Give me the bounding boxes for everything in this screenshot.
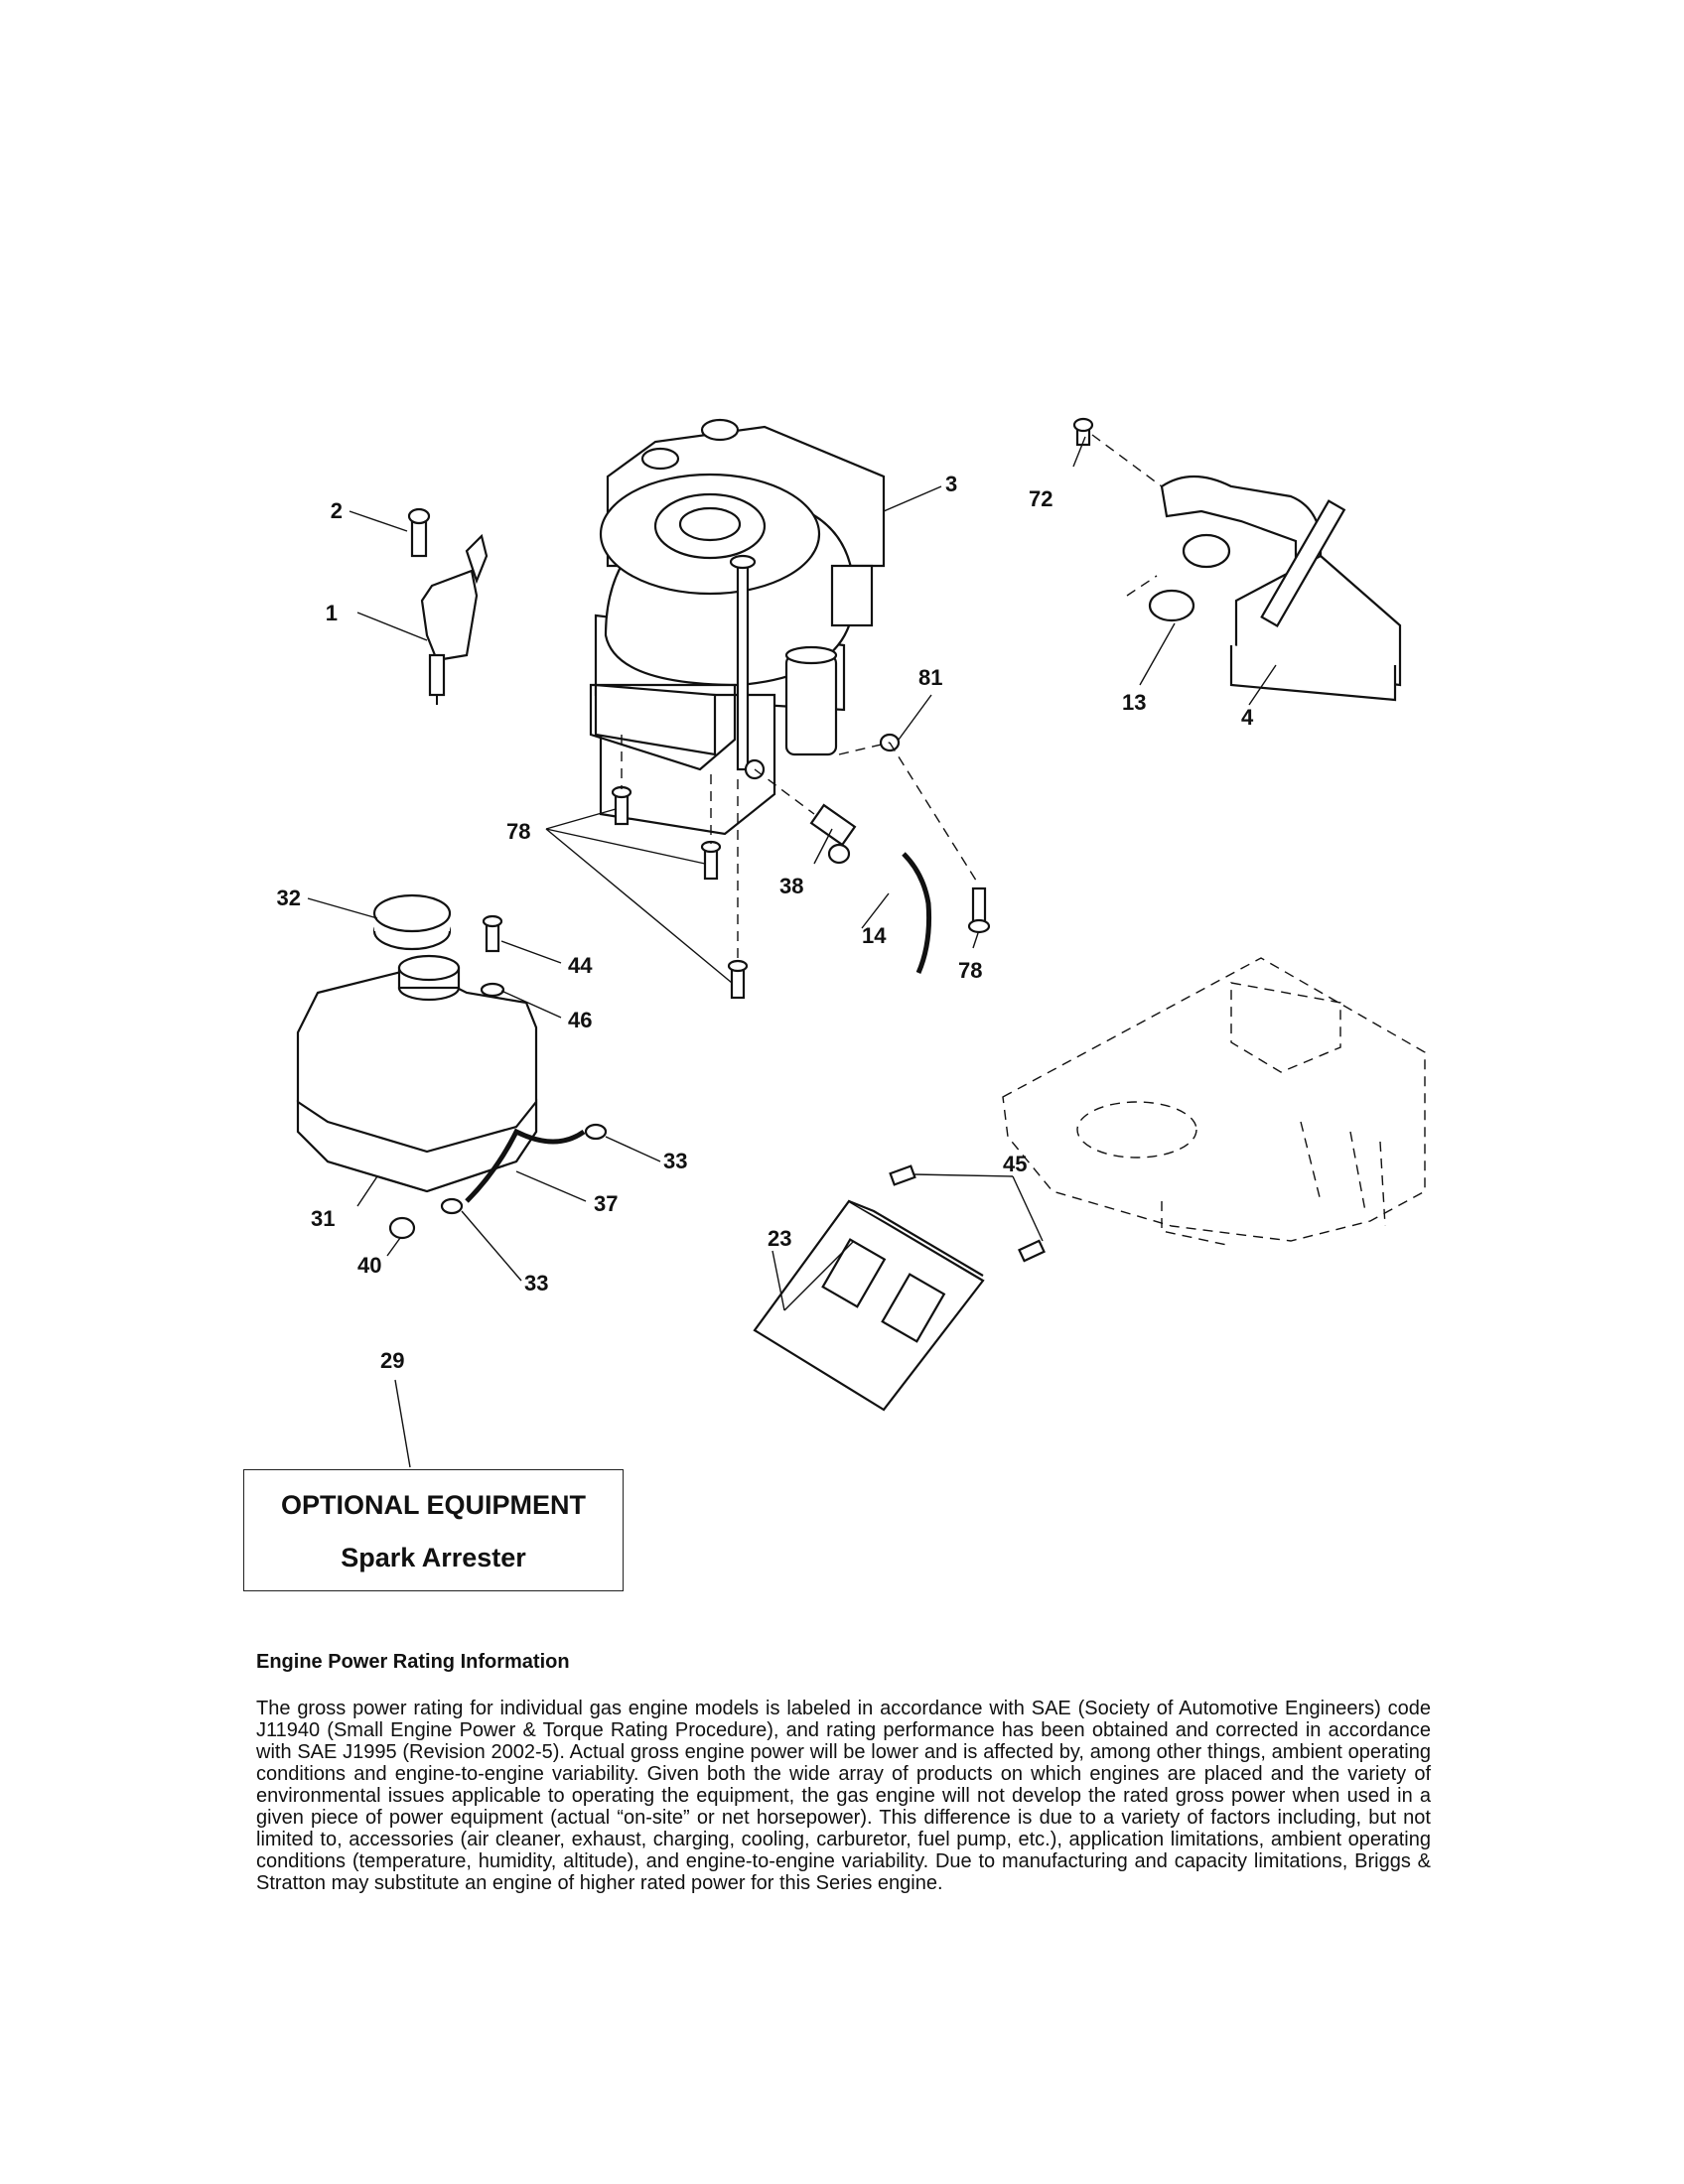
fuel-line-part (388, 803, 932, 1240)
callout-3: 3 (945, 472, 957, 496)
callout-38: 38 (779, 874, 803, 898)
optional-equipment-box: OPTIONAL EQUIPMENT Spark Arrester (243, 1469, 624, 1591)
callout-37: 37 (594, 1191, 618, 1216)
callout-72: 72 (1029, 486, 1052, 511)
heat-shield-part (753, 1199, 985, 1412)
callout-2: 2 (331, 498, 343, 523)
callout-1: 1 (326, 601, 338, 625)
callout-32: 32 (277, 886, 301, 910)
engine-info-body: The gross power rating for individual ga… (256, 1698, 1431, 1894)
bolts-part (480, 733, 1046, 1263)
callout-44: 44 (568, 953, 593, 978)
callout-46: 46 (568, 1008, 592, 1032)
muffler-part (1072, 417, 1402, 702)
callout-29: 29 (380, 1348, 404, 1373)
engine-info-heading: Engine Power Rating Information (256, 1651, 570, 1673)
frame-outline (1002, 957, 1426, 1247)
callout-14: 14 (862, 923, 887, 948)
callout-23: 23 (768, 1226, 791, 1251)
callout-33b: 33 (524, 1271, 548, 1296)
callout-31: 31 (311, 1206, 335, 1231)
callout-13: 13 (1122, 690, 1146, 715)
fuel-tank-part (296, 893, 538, 1193)
callout-33a: 33 (663, 1149, 687, 1173)
callout-40: 40 (357, 1253, 381, 1278)
optional-equipment-item: Spark Arrester (341, 1543, 526, 1572)
assembly-lines (621, 434, 1163, 963)
throttle-control-part (407, 507, 489, 705)
callout-78b: 78 (958, 958, 982, 983)
leader-lines (307, 436, 1277, 1468)
callout-81: 81 (918, 665, 942, 690)
optional-equipment-title: OPTIONAL EQUIPMENT (280, 1490, 587, 1520)
engine-part (589, 418, 886, 836)
callout-78a: 78 (506, 819, 530, 844)
callout-4: 4 (1241, 705, 1254, 730)
callout-45: 45 (1003, 1152, 1027, 1176)
